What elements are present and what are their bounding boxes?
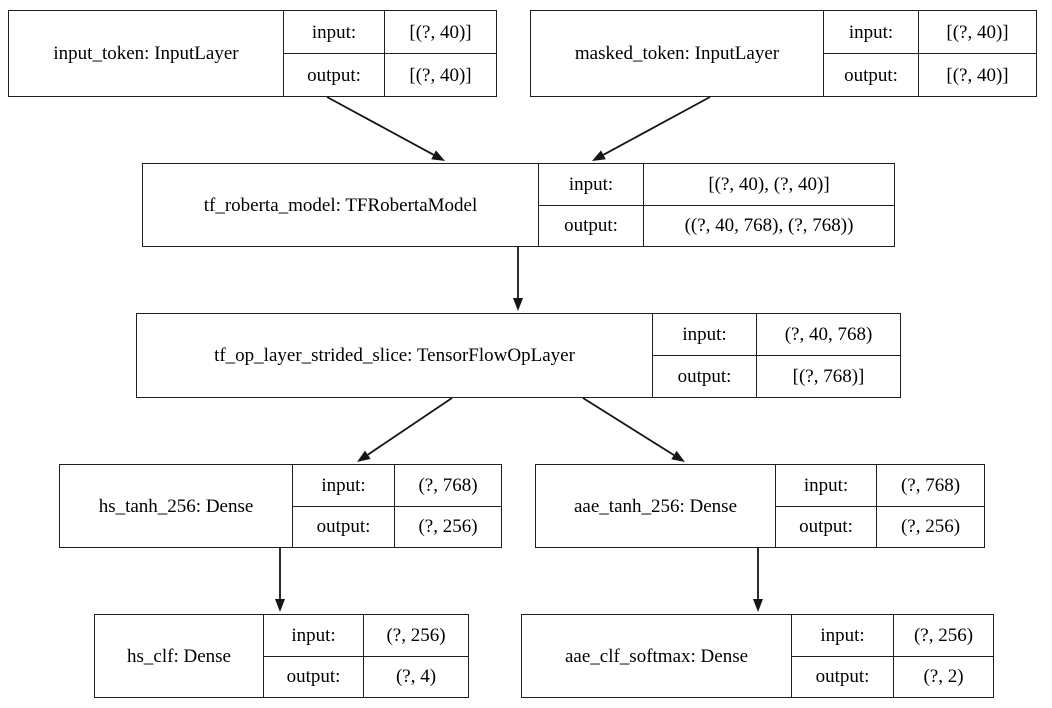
input-label: input: bbox=[539, 164, 643, 206]
output-shape: ((?, 40, 768), (?, 768)) bbox=[684, 215, 854, 237]
node-label: aae_tanh_256: Dense bbox=[573, 495, 738, 517]
io-label-column: input: output: bbox=[652, 314, 756, 397]
node-input_token: input_token: InputLayer input: output: [… bbox=[8, 10, 497, 97]
output-label: output: bbox=[815, 666, 870, 688]
node-hs_tanh_256: hs_tanh_256: Dense input: output: (?, 76… bbox=[59, 464, 502, 548]
shape-column: (?, 40, 768) [(?, 768)] bbox=[756, 314, 900, 397]
input-shape: (?, 256) bbox=[894, 615, 993, 657]
shape-column: [(?, 40), (?, 40)] ((?, 40, 768), (?, 76… bbox=[643, 164, 894, 246]
output-shape: (?, 4) bbox=[395, 666, 437, 688]
node-tf_op_layer_strided_slice: tf_op_layer_strided_slice: TensorFlowOpL… bbox=[136, 313, 901, 398]
edge-input_token-to-tf_roberta_model bbox=[326, 96, 445, 161]
input-shape: [(?, 40)] bbox=[385, 11, 496, 54]
io-label-column: input: output: bbox=[263, 615, 363, 697]
node-label: aae_clf_softmax: Dense bbox=[564, 645, 749, 667]
output-label: output: bbox=[799, 516, 853, 538]
output-shape: [(?, 40)] bbox=[946, 64, 1009, 86]
io-label-column: input: output: bbox=[823, 11, 918, 96]
io-label-column: input: output: bbox=[775, 465, 876, 547]
shape-column: (?, 256) (?, 4) bbox=[363, 615, 468, 697]
node-label: masked_token: InputLayer bbox=[574, 43, 780, 64]
shape-column: (?, 768) (?, 256) bbox=[876, 465, 984, 547]
input-label: input: bbox=[824, 11, 918, 54]
input-shape: (?, 768) bbox=[877, 465, 984, 507]
edge-tf_op_layer_strided_slice-to-hs_tanh_256 bbox=[357, 397, 453, 462]
input-shape: (?, 40, 768) bbox=[757, 314, 900, 356]
output-label: output: bbox=[307, 64, 361, 86]
node-aae_tanh_256: aae_tanh_256: Dense input: output: (?, 7… bbox=[535, 464, 985, 548]
input-shape: [(?, 40), (?, 40)] bbox=[644, 164, 894, 206]
output-label: output: bbox=[844, 64, 898, 86]
input-label: input: bbox=[792, 615, 893, 657]
node-label: tf_roberta_model: TFRobertaModel bbox=[203, 194, 478, 216]
input-shape: (?, 256) bbox=[364, 615, 468, 657]
output-shape: (?, 256) bbox=[418, 516, 478, 538]
io-label-column: input: output: bbox=[292, 465, 394, 547]
output-label: output: bbox=[316, 516, 371, 538]
shape-column: [(?, 40)] [(?, 40)] bbox=[918, 11, 1036, 96]
io-label-column: input: output: bbox=[283, 11, 384, 96]
edge-masked_token-to-tf_roberta_model bbox=[592, 96, 711, 161]
node-label: input_token: InputLayer bbox=[53, 43, 239, 64]
output-shape: (?, 256) bbox=[900, 516, 961, 538]
edge-aae_tanh_256-to-aae_clf_softmax bbox=[753, 548, 763, 612]
input-shape: (?, 768) bbox=[395, 465, 501, 507]
output-label: output: bbox=[564, 215, 618, 237]
edge-hs_tanh_256-to-hs_clf bbox=[275, 548, 285, 612]
input-label: input: bbox=[264, 615, 363, 657]
edge-tf_op_layer_strided_slice-to-aae_tanh_256 bbox=[582, 397, 685, 462]
edge-tf_roberta_model-to-tf_op_layer_strided_slice bbox=[513, 247, 523, 311]
shape-column: [(?, 40)] [(?, 40)] bbox=[384, 11, 496, 96]
node-tf_roberta_model: tf_roberta_model: TFRobertaModel input: … bbox=[142, 163, 895, 247]
shape-column: (?, 256) (?, 2) bbox=[893, 615, 993, 697]
input-label: input: bbox=[776, 465, 876, 507]
io-label-column: input: output: bbox=[791, 615, 893, 697]
node-aae_clf_softmax: aae_clf_softmax: Dense input: output: (?… bbox=[521, 614, 994, 698]
input-label: input: bbox=[653, 314, 756, 356]
output-label: output: bbox=[677, 366, 732, 387]
input-label: input: bbox=[284, 11, 384, 54]
shape-column: (?, 768) (?, 256) bbox=[394, 465, 501, 547]
node-label: hs_tanh_256: Dense bbox=[98, 495, 254, 517]
output-label: output: bbox=[286, 666, 341, 688]
io-label-column: input: output: bbox=[538, 164, 643, 246]
node-masked_token: masked_token: InputLayer input: output: … bbox=[530, 10, 1037, 97]
output-shape: (?, 2) bbox=[923, 666, 964, 688]
input-label: input: bbox=[293, 465, 394, 507]
output-shape: [(?, 40)] bbox=[409, 64, 472, 86]
output-shape: [(?, 768)] bbox=[792, 366, 865, 387]
node-label: tf_op_layer_strided_slice: TensorFlowOpL… bbox=[214, 345, 575, 366]
input-shape: [(?, 40)] bbox=[919, 11, 1036, 54]
node-label: hs_clf: Dense bbox=[127, 645, 231, 667]
node-hs_clf: hs_clf: Dense input: output: (?, 256) (?… bbox=[94, 614, 469, 698]
